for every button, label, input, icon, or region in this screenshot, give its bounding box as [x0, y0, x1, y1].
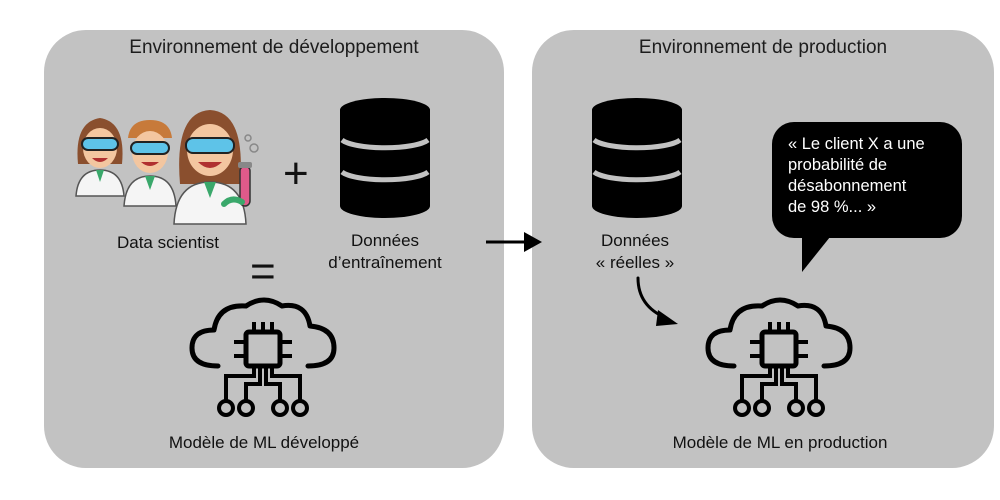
real-data-database-icon [592, 98, 682, 218]
prediction-text-line4: de 98 %... » [788, 198, 877, 216]
equals-symbol: = [250, 247, 276, 296]
prediction-speech-bubble [772, 122, 962, 238]
real-data-label-line1: Données [600, 231, 670, 250]
curved-arrow-icon [636, 276, 678, 326]
prediction-text-line3: désabonnement [788, 177, 907, 195]
transition-arrow-icon [486, 232, 542, 252]
data-scientists-icon [75, 110, 259, 225]
training-database-icon [340, 98, 430, 218]
development-environment-title: Environnement de développement [129, 37, 419, 58]
speech-bubble-tail [802, 232, 834, 272]
training-data-label-line2: d’entraînement [328, 253, 442, 272]
prediction-text-line2: probabilité de [788, 156, 888, 174]
production-model-label: Modèle de ML en production [672, 433, 888, 452]
production-ml-model-cloud-chip-icon [705, 297, 853, 417]
prediction-text: « Le client X a une probabilité de désab… [788, 134, 958, 218]
dev-model-label: Modèle de ML développé [168, 433, 360, 452]
prediction-text-line1: « Le client X a une [788, 135, 925, 153]
development-environment-panel [44, 30, 504, 468]
training-data-label-line1: Données [350, 231, 420, 250]
production-environment-title: Environnement de production [638, 37, 888, 58]
data-scientist-label: Data scientist [116, 233, 220, 252]
ml-model-cloud-chip-icon [189, 297, 337, 417]
real-data-label-line2: « réelles » [595, 253, 675, 272]
plus-symbol: + [283, 149, 309, 198]
